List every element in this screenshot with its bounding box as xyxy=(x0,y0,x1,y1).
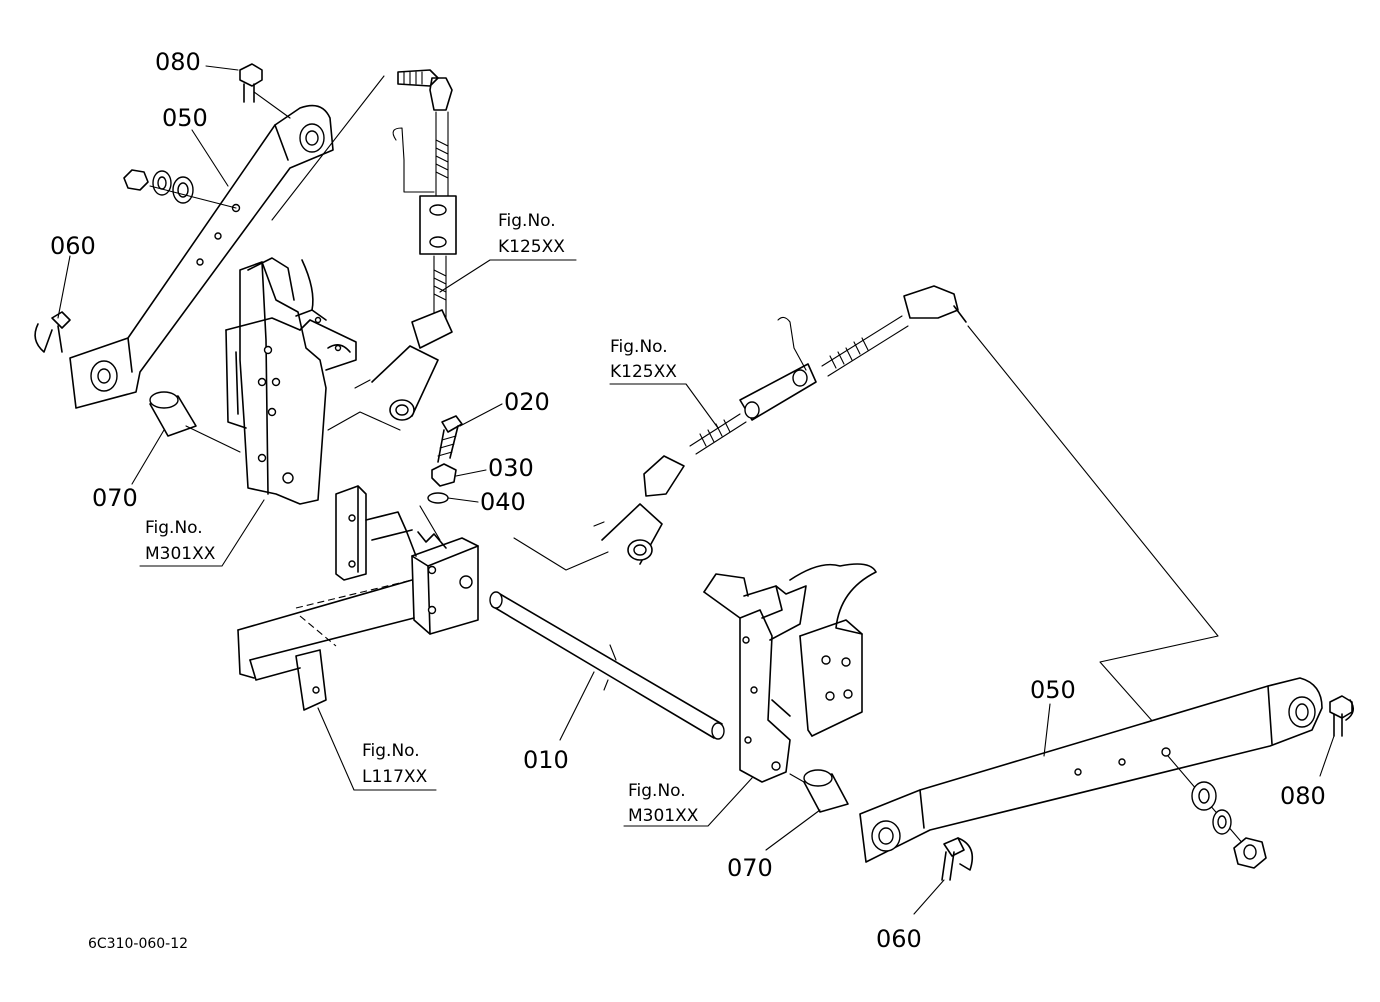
leader-lines-left xyxy=(271,75,401,431)
label-010: 010 xyxy=(523,746,569,774)
right-collar-070 xyxy=(789,769,849,813)
center-bolt-set xyxy=(417,415,463,549)
label-050-left: 050 xyxy=(162,104,208,132)
ref-k125-right-fig: Fig.No. xyxy=(610,337,668,357)
label-060-left: 060 xyxy=(50,232,96,260)
ref-k125-left-code: K125XX xyxy=(498,237,565,257)
label-080-right: 080 xyxy=(1280,782,1326,810)
right-lynch-pin-060 xyxy=(941,837,974,881)
label-030: 030 xyxy=(488,454,534,482)
label-070-left: 070 xyxy=(92,484,138,512)
cross-shaft-010 xyxy=(489,591,725,740)
left-bracket xyxy=(225,257,357,505)
ref-k125-right-code: K125XX xyxy=(610,362,677,382)
left-collar-070 xyxy=(149,391,241,453)
right-pin-080 xyxy=(1329,695,1354,737)
ref-m301-left-fig: Fig.No. xyxy=(145,518,203,538)
left-nut-washer-set xyxy=(123,169,237,209)
left-pin-080 xyxy=(239,63,291,119)
part-labels: 080 050 060 070 020 030 040 010 070 060 … xyxy=(50,48,1335,953)
ref-m301-left-code: M301XX xyxy=(145,544,216,564)
label-050-right: 050 xyxy=(1030,676,1076,704)
label-070-right: 070 xyxy=(727,854,773,882)
right-lower-link xyxy=(859,677,1323,863)
left-lynch-pin-060 xyxy=(34,311,71,353)
left-lower-link xyxy=(69,104,334,409)
label-040: 040 xyxy=(480,488,526,516)
figure-references: Fig.No. K125XX Fig.No. K125XX Fig.No. M3… xyxy=(139,211,753,827)
ref-l117-code: L117XX xyxy=(362,767,428,787)
ref-k125-left-fig: Fig.No. xyxy=(498,211,556,231)
leader-lines-right xyxy=(513,325,1219,733)
center-frame xyxy=(237,485,479,711)
left-lift-rod xyxy=(371,69,457,421)
right-bracket xyxy=(703,563,877,783)
right-nut-washer-set xyxy=(1167,755,1267,869)
label-080-left: 080 xyxy=(155,48,201,76)
right-lift-rod xyxy=(593,285,967,565)
ref-m301-right-fig: Fig.No. xyxy=(628,781,686,801)
label-020: 020 xyxy=(504,388,550,416)
label-060-right: 060 xyxy=(876,925,922,953)
ref-m301-right-code: M301XX xyxy=(628,806,699,826)
ref-l117-fig: Fig.No. xyxy=(362,741,420,761)
drawing-code: 6C310-060-12 xyxy=(88,936,188,952)
